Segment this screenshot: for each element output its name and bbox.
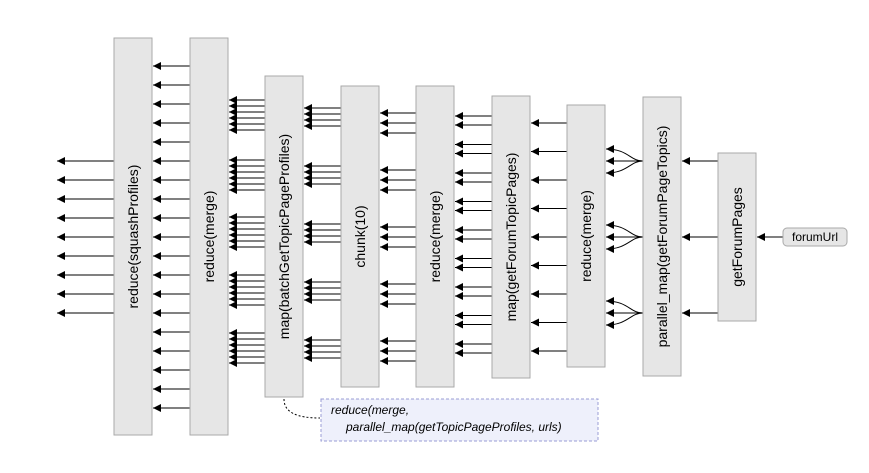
stage-label: parallel_map(getForumPageTopics) (654, 126, 670, 348)
stage-reduce-squash-profiles: reduce(squashProfiles) (113, 37, 153, 436)
flow-arrow (605, 236, 644, 253)
annotation-note: reduce(merge, parallel_map(getTopicPageP… (283, 398, 599, 442)
stage-label: getForumPages (729, 187, 745, 287)
stage-box (340, 85, 380, 388)
flow-arrow (605, 145, 644, 162)
stage-label: reduce(merge) (578, 190, 594, 282)
stage-box (264, 75, 304, 398)
flow-arrow (605, 312, 644, 329)
stage-label: map(getForumTopicPages) (503, 153, 519, 322)
input-box (782, 227, 848, 247)
stage-box (415, 85, 455, 388)
stage-label: reduce(squashProfiles) (125, 165, 141, 309)
stage-box (189, 37, 229, 436)
edges-group (57, 62, 783, 412)
stage-map-get-forum-topic-pages: map(getForumTopicPages) (491, 95, 531, 379)
flow-arrow (605, 221, 644, 238)
stage-label: reduce(merge) (427, 191, 443, 283)
stage-label: map(batchGetTopicPageProfiles) (276, 134, 292, 339)
stage-label: reduce(merge) (201, 191, 217, 283)
stage-label: chunk(10) (352, 205, 368, 267)
note-box (320, 398, 599, 442)
note-connector (283, 398, 321, 419)
input-forum-url: forumUrl (782, 227, 848, 247)
note-line-1: reduce(merge, (331, 403, 409, 417)
stage-box (717, 152, 757, 322)
stage-chunk-10: chunk(10) (340, 85, 380, 388)
stage-reduce-merge-1: reduce(merge) (189, 37, 229, 436)
stage-box (566, 104, 606, 368)
note-line-2: parallel_map(getTopicPageProfiles, urls) (345, 420, 562, 434)
stage-box (491, 95, 531, 379)
flow-arrow (605, 160, 644, 177)
stage-reduce-merge-2: reduce(merge) (415, 85, 455, 388)
flow-arrow (605, 297, 644, 314)
stage-get-forum-pages: getForumPages (717, 152, 757, 322)
stage-box (113, 37, 153, 436)
stage-parallel-map-get-forum-page-topics: parallel_map(getForumPageTopics) (642, 96, 682, 377)
stage-map-batch-get-topic-page-profiles: map(batchGetTopicPageProfiles) (264, 75, 304, 398)
stage-reduce-merge-3: reduce(merge) (566, 104, 606, 368)
stage-box (642, 96, 682, 377)
input-label: forumUrl (792, 230, 838, 244)
